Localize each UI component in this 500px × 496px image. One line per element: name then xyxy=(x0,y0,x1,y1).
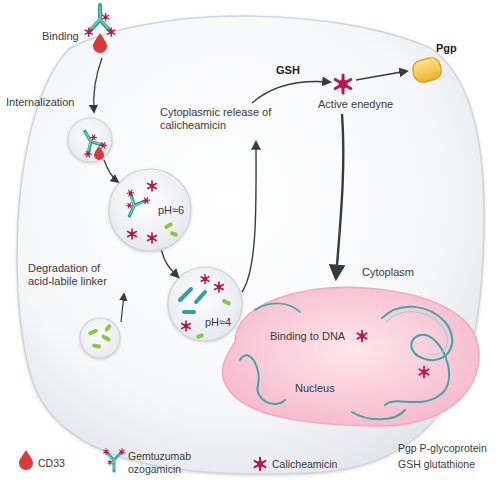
vesicle-contents xyxy=(180,275,231,340)
calicheamicin-symbol xyxy=(255,458,266,471)
node-label: Binding to DNA xyxy=(270,330,345,343)
step-label: Internalization xyxy=(6,96,75,109)
efflux-arrow xyxy=(356,71,407,80)
legend-text: Calicheamicin xyxy=(272,458,337,471)
calicheamicin-star xyxy=(335,75,351,93)
dna-strand xyxy=(240,303,452,419)
legend-text: CD33 xyxy=(38,457,65,470)
node-label: pH≈6 xyxy=(158,204,184,217)
node-label: Pgp xyxy=(436,42,457,55)
lysosome xyxy=(80,318,120,358)
transport-arrow xyxy=(162,250,179,277)
node-caption: Nucleus xyxy=(295,382,335,395)
nucleus: Binding to DNA Nucleus xyxy=(215,282,483,430)
step-label: Active enedyne xyxy=(318,98,393,111)
step-label: Cytoplasmic release of calicheamicin xyxy=(160,106,272,132)
step-arrow xyxy=(94,58,102,112)
step-label: Degradation of acid-labile linker xyxy=(28,262,120,288)
node-label: Cytoplasm xyxy=(362,266,414,279)
endosome: pH≈6 xyxy=(108,168,192,252)
step-label: Binding xyxy=(42,30,79,43)
legend-text: Pgp P-glycoprotein xyxy=(398,442,487,455)
calicheamicin-star xyxy=(357,331,366,342)
vesicle-contents xyxy=(119,181,179,243)
calicheamicin-star xyxy=(419,367,428,378)
cd33-symbol xyxy=(19,450,33,470)
legend-text: GSH glutathione xyxy=(398,458,475,471)
step-arrow xyxy=(104,160,118,182)
pgp-transporter-outline xyxy=(412,58,442,82)
release-arrow xyxy=(242,142,256,292)
step-label: GSH xyxy=(276,64,300,77)
cell-body: CytoplasmpH≈6pH≈4Binding to DNANucleusPg… xyxy=(10,8,490,478)
lysosome-vesicle: pH≈4 xyxy=(167,266,243,342)
node-label: pH≈4 xyxy=(205,316,231,329)
nucleus-outline xyxy=(215,282,483,430)
internalization-vesicle xyxy=(68,118,112,162)
legend-text: Gemtuzumab ozogamicin xyxy=(128,450,200,475)
antibody-binding xyxy=(85,5,115,53)
lysosome-vesicle-outline xyxy=(167,266,243,342)
step-arrow xyxy=(121,294,124,322)
nucleus-arrow xyxy=(336,114,343,278)
antibody-symbol xyxy=(103,449,124,471)
pgp-transporter: Pgp xyxy=(412,58,442,82)
